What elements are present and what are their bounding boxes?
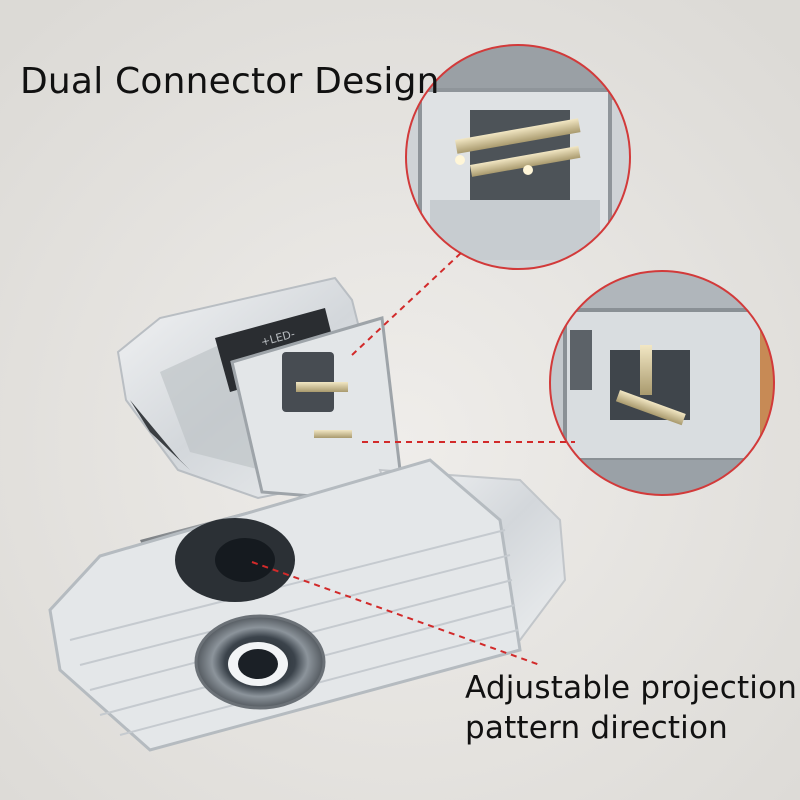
second-connector-callout xyxy=(549,270,775,496)
dual-connector-caption: Dual Connector Design xyxy=(20,61,440,102)
projection-direction-caption: Adjustable projection pattern direction xyxy=(465,668,797,748)
projection-caption-line-1: Adjustable projection xyxy=(465,670,798,706)
leader-line-top xyxy=(351,251,463,356)
leader-line-lens xyxy=(251,561,541,666)
lower-module xyxy=(48,458,567,752)
projection-caption-line-2: pattern direction xyxy=(465,710,729,746)
